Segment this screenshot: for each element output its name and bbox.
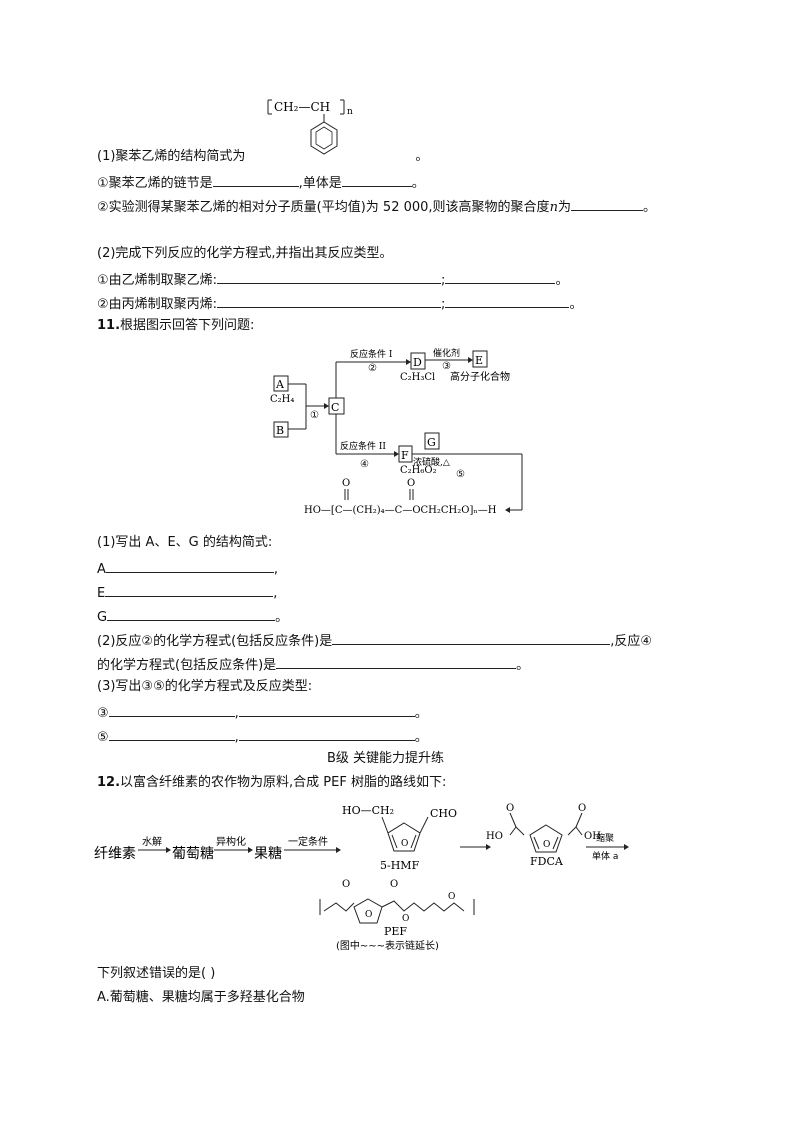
pef-o2: O bbox=[390, 879, 398, 890]
q10-part2b: ②由丙烯制取聚丙烯:;。 bbox=[97, 294, 582, 313]
q10-part1: (1)聚苯乙烯的结构简式为。 bbox=[97, 149, 429, 164]
answer-blank[interactable] bbox=[332, 631, 611, 645]
q11-answer-5: ⑤,。 bbox=[97, 727, 428, 746]
fdca-oh: OH bbox=[584, 831, 601, 842]
polyester-product: HO—[C—(CH₂)₄—C—OCH₂CH₂O]ₙ—H bbox=[304, 505, 497, 516]
q10-part2a: ①由乙烯制取聚乙烯:;。 bbox=[97, 270, 568, 289]
q11-answer-a: A, bbox=[97, 559, 278, 578]
box-g: G bbox=[427, 436, 436, 449]
acid-condition: 浓硫酸,△ bbox=[413, 456, 450, 468]
a-formula: C₂H₄ bbox=[270, 394, 294, 405]
carbonyl-o1: O bbox=[342, 478, 350, 489]
step1: ① bbox=[310, 410, 319, 421]
fdca-ho: HO bbox=[486, 831, 503, 842]
q11-part2-cont: 的化学方程式(包括反应条件)是。 bbox=[97, 655, 529, 674]
answer-blank[interactable] bbox=[217, 294, 442, 308]
answer-blank[interactable] bbox=[276, 655, 517, 669]
box-e: E bbox=[475, 354, 483, 367]
fdca-ring-o: O bbox=[543, 840, 550, 850]
fructose: 果糖 bbox=[254, 846, 282, 862]
answer-blank[interactable] bbox=[105, 559, 274, 573]
answer-blank[interactable] bbox=[108, 703, 235, 717]
fdca-name: FDCA bbox=[530, 855, 564, 868]
step5: ⑤ bbox=[456, 469, 465, 480]
catalyst-label: 催化剂 bbox=[433, 347, 460, 359]
q11-reaction-diagram: A C₂H₄ B ① C 反应条件 I ② D C₂H₃Cl 催化剂 ③ E 高… bbox=[270, 347, 523, 516]
fdca-o2: O bbox=[578, 803, 586, 814]
condition-1: 反应条件 I bbox=[350, 348, 393, 360]
q12-stem: 12.以富含纤维素的农作物为原料,合成 PEF 树脂的路线如下: bbox=[97, 775, 447, 790]
q11-part1: (1)写出 A、E、G 的结构简式: bbox=[97, 535, 273, 550]
q11-part3: (3)写出③⑤的化学方程式及反应类型: bbox=[97, 679, 313, 694]
pef-ring-o: O bbox=[365, 910, 372, 920]
step2: ② bbox=[368, 363, 377, 374]
isomerize: 异构化 bbox=[216, 835, 246, 848]
d-formula: C₂H₃Cl bbox=[400, 372, 435, 383]
pef-o1: O bbox=[342, 879, 350, 890]
f-formula: C₂H₆O₂ bbox=[400, 465, 437, 476]
answer-blank[interactable] bbox=[212, 173, 299, 187]
cellulose: 纤维素 bbox=[94, 846, 136, 862]
e-label: 高分子化合物 bbox=[450, 370, 510, 383]
glucose: 葡萄糖 bbox=[172, 846, 214, 862]
polystyrene-structure: CH₂—CH n bbox=[267, 99, 353, 155]
hmf-ho: HO—CH₂ bbox=[342, 804, 394, 817]
q10-part2: (2)完成下列反应的化学方程式,并指出其反应类型。 bbox=[97, 246, 393, 261]
answer-blank[interactable] bbox=[105, 583, 274, 597]
answer-blank[interactable] bbox=[341, 173, 412, 187]
q11-answer-e: E, bbox=[97, 583, 277, 602]
condition-2: 反应条件 II bbox=[340, 440, 386, 452]
answer-blank[interactable] bbox=[445, 270, 556, 284]
pef-ester-o: O bbox=[402, 914, 409, 924]
answer-blank[interactable] bbox=[570, 197, 643, 211]
hmf-cho: CHO bbox=[430, 807, 457, 820]
box-d: D bbox=[413, 356, 422, 369]
box-b: B bbox=[276, 424, 284, 437]
step4: ④ bbox=[360, 459, 369, 470]
q11-answer-g: G。 bbox=[97, 607, 288, 626]
q12-question: 下列叙述错误的是( ) bbox=[97, 966, 216, 981]
step3: ③ bbox=[442, 361, 451, 372]
hmf-ring-o: O bbox=[401, 839, 408, 849]
answer-blank[interactable] bbox=[238, 703, 415, 717]
q10-part1a: ①聚苯乙烯的链节是,单体是。 bbox=[97, 173, 425, 192]
q11-stem: 11.根据图示回答下列问题: bbox=[97, 318, 255, 333]
hydrolysis: 水解 bbox=[142, 835, 162, 848]
polymer-formula: CH₂—CH bbox=[274, 100, 330, 114]
hmf-name: 5-HMF bbox=[380, 859, 420, 872]
answer-blank[interactable] bbox=[108, 727, 235, 741]
polymer-n: n bbox=[347, 107, 353, 117]
chain-note: (图中~~~表示链延长) bbox=[336, 939, 439, 952]
polycondensation: 缩聚 bbox=[596, 832, 614, 844]
condition: 一定条件 bbox=[288, 835, 328, 848]
answer-blank[interactable] bbox=[238, 727, 415, 741]
carbonyl-o2: O bbox=[407, 478, 415, 489]
monomer-a: 单体 a bbox=[592, 850, 618, 862]
q12-synthesis-route: 纤维素 水解 葡萄糖 异构化 果糖 一定条件 HO—CH₂ O CHO 5-HM… bbox=[94, 803, 629, 952]
answer-blank[interactable] bbox=[445, 294, 570, 308]
answer-blank[interactable] bbox=[107, 607, 276, 621]
box-c: C bbox=[331, 401, 339, 414]
q11-answer-3: ③,。 bbox=[97, 703, 428, 722]
pef-ether-o: O bbox=[448, 892, 455, 902]
box-f: F bbox=[401, 449, 409, 462]
box-a: A bbox=[275, 378, 285, 391]
section-heading: B级 关键能力提升练 bbox=[327, 751, 445, 766]
fdca-o1: O bbox=[506, 803, 514, 814]
q10-part1b: ②实验测得某聚苯乙烯的相对分子质量(平均值)为 52 000,则该高聚物的聚合度… bbox=[97, 197, 656, 216]
pef-name: PEF bbox=[384, 925, 407, 938]
q12-option-a[interactable]: A.葡萄糖、果糖均属于多羟基化合物 bbox=[97, 990, 305, 1005]
q11-part2: (2)反应②的化学方程式(包括反应条件)是,反应④ bbox=[97, 631, 652, 650]
answer-blank[interactable] bbox=[217, 270, 442, 284]
